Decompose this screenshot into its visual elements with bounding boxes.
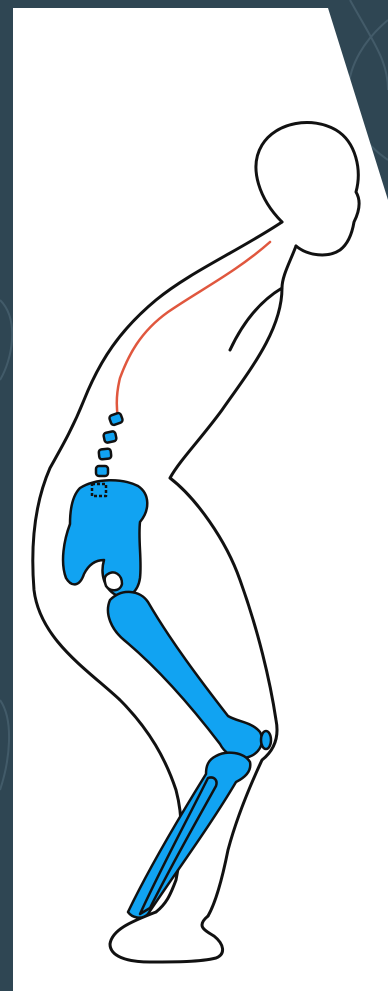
vertebra	[99, 448, 112, 459]
vertebra	[96, 466, 108, 476]
vertebra	[103, 431, 117, 443]
vertebra	[109, 412, 124, 426]
kneecap-bone	[261, 731, 271, 749]
pelvis-bone	[63, 480, 147, 597]
white-panel	[13, 8, 388, 991]
pelvis-socket	[105, 572, 122, 590]
